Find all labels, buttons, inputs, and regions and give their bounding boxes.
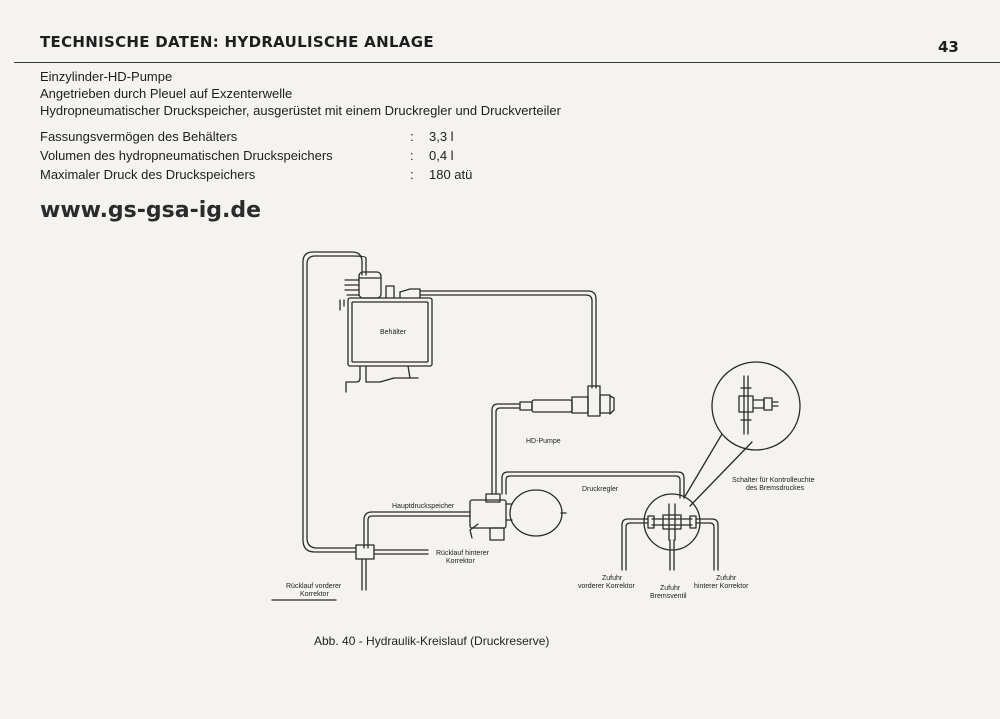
label-return-front-line2: Korrektor [300,591,329,598]
label-hd-pump: HD-Pumpe [526,438,561,445]
supply-pipe-to-pump [419,290,597,389]
intro-line-pump: Einzylinder-HD-Pumpe [40,69,173,84]
hd-pump [587,385,601,417]
label-return-front-line1: Rücklauf vorderer [286,583,342,590]
label-return-rear-line2: Korrektor [446,558,475,565]
spec-row: Fassungsvermögen des Behälters : 3,3 l [40,127,500,146]
regulator-cross [651,503,693,541]
label-switch-line2: des Bremsdruckes [746,485,804,492]
accumulator-to-regulator-pipe [501,471,685,499]
switch-detail-circle [711,361,801,451]
page-number: 43 [938,38,959,56]
label-supply-front-line1: Zufuhr [602,575,623,582]
reservoir-tank [347,297,433,367]
label-supply-brake-line2: Bremsventil [650,593,687,600]
return-pipe-main [302,251,363,553]
reservoir-cap [358,271,382,299]
spec-table: Fassungsvermögen des Behälters : 3,3 l V… [40,127,500,184]
label-supply-front-line2: vorderer Korrektor [578,583,635,590]
front-corrector-supply-pipe [621,518,649,571]
accumulator-valve-block [469,499,507,529]
spec-value: 3,3 l [429,129,454,144]
spec-value: 180 atü [429,167,473,182]
spec-separator: : [410,148,414,163]
pump-to-accumulator-pipe [491,403,521,495]
return-pipe-main-inner [306,255,367,549]
label-supply-rear-line1: Zufuhr [716,575,737,582]
label-reservoir: Behälter [380,329,407,336]
reservoir-vents [344,279,360,296]
label-supply-brake-line1: Zufuhr [660,585,681,592]
spec-label: Maximaler Druck des Druckspeichers [40,167,256,182]
label-supply-rear-line2: hinterer Korrektor [694,583,749,590]
rear-corrector-supply-pipe [695,518,719,571]
spec-separator: : [410,129,414,144]
spec-value: 0,4 l [429,148,454,163]
reservoir-outlet [345,365,361,393]
return-rear-corrector-pipe [373,549,429,555]
figure-caption: Abb. 40 - Hydraulik-Kreislauf (Druckrese… [314,634,550,648]
header-rule [14,62,1000,63]
spec-row: Volumen des hydropneumatischen Druckspei… [40,146,500,165]
switch-leader-lines [683,433,753,507]
brake-valve-supply-pipe [669,539,675,571]
spec-label: Volumen des hydropneumatischen Druckspei… [40,148,333,163]
page-title: TECHNISCHE DATEN: HYDRAULISCHE ANLAGE [40,33,434,51]
return-tee [355,544,375,560]
label-switch-line1: Schalter für Kontrolleuchte [732,477,815,484]
intro-line-accumulator: Hydropneumatischer Druckspeicher, ausger… [40,103,561,118]
label-return-rear-line1: Rücklauf hinterer [436,550,490,557]
spec-label: Fassungsvermögen des Behälters [40,129,238,144]
regulator-circle [643,493,701,551]
intro-text: Einzylinder-HD-Pumpe Angetrieben durch P… [40,68,561,119]
reservoir-top-fitting [385,285,395,299]
pump-output-fitting [519,401,533,411]
spec-row: Maximaler Druck des Druckspeichers : 180… [40,165,500,184]
accumulator-return-pipe [363,511,471,549]
label-main-accumulator: Hauptdruckspeicher [392,503,455,510]
accumulator-sphere [509,489,563,537]
label-pressure-regulator: Druckregler [582,486,619,493]
website-watermark: www.gs-gsa-ig.de [40,198,262,223]
intro-line-drive: Angetrieben durch Pleuel auf Exzenterwel… [40,86,293,101]
return-front-corrector-pipe [361,558,367,591]
spec-separator: : [410,167,414,182]
